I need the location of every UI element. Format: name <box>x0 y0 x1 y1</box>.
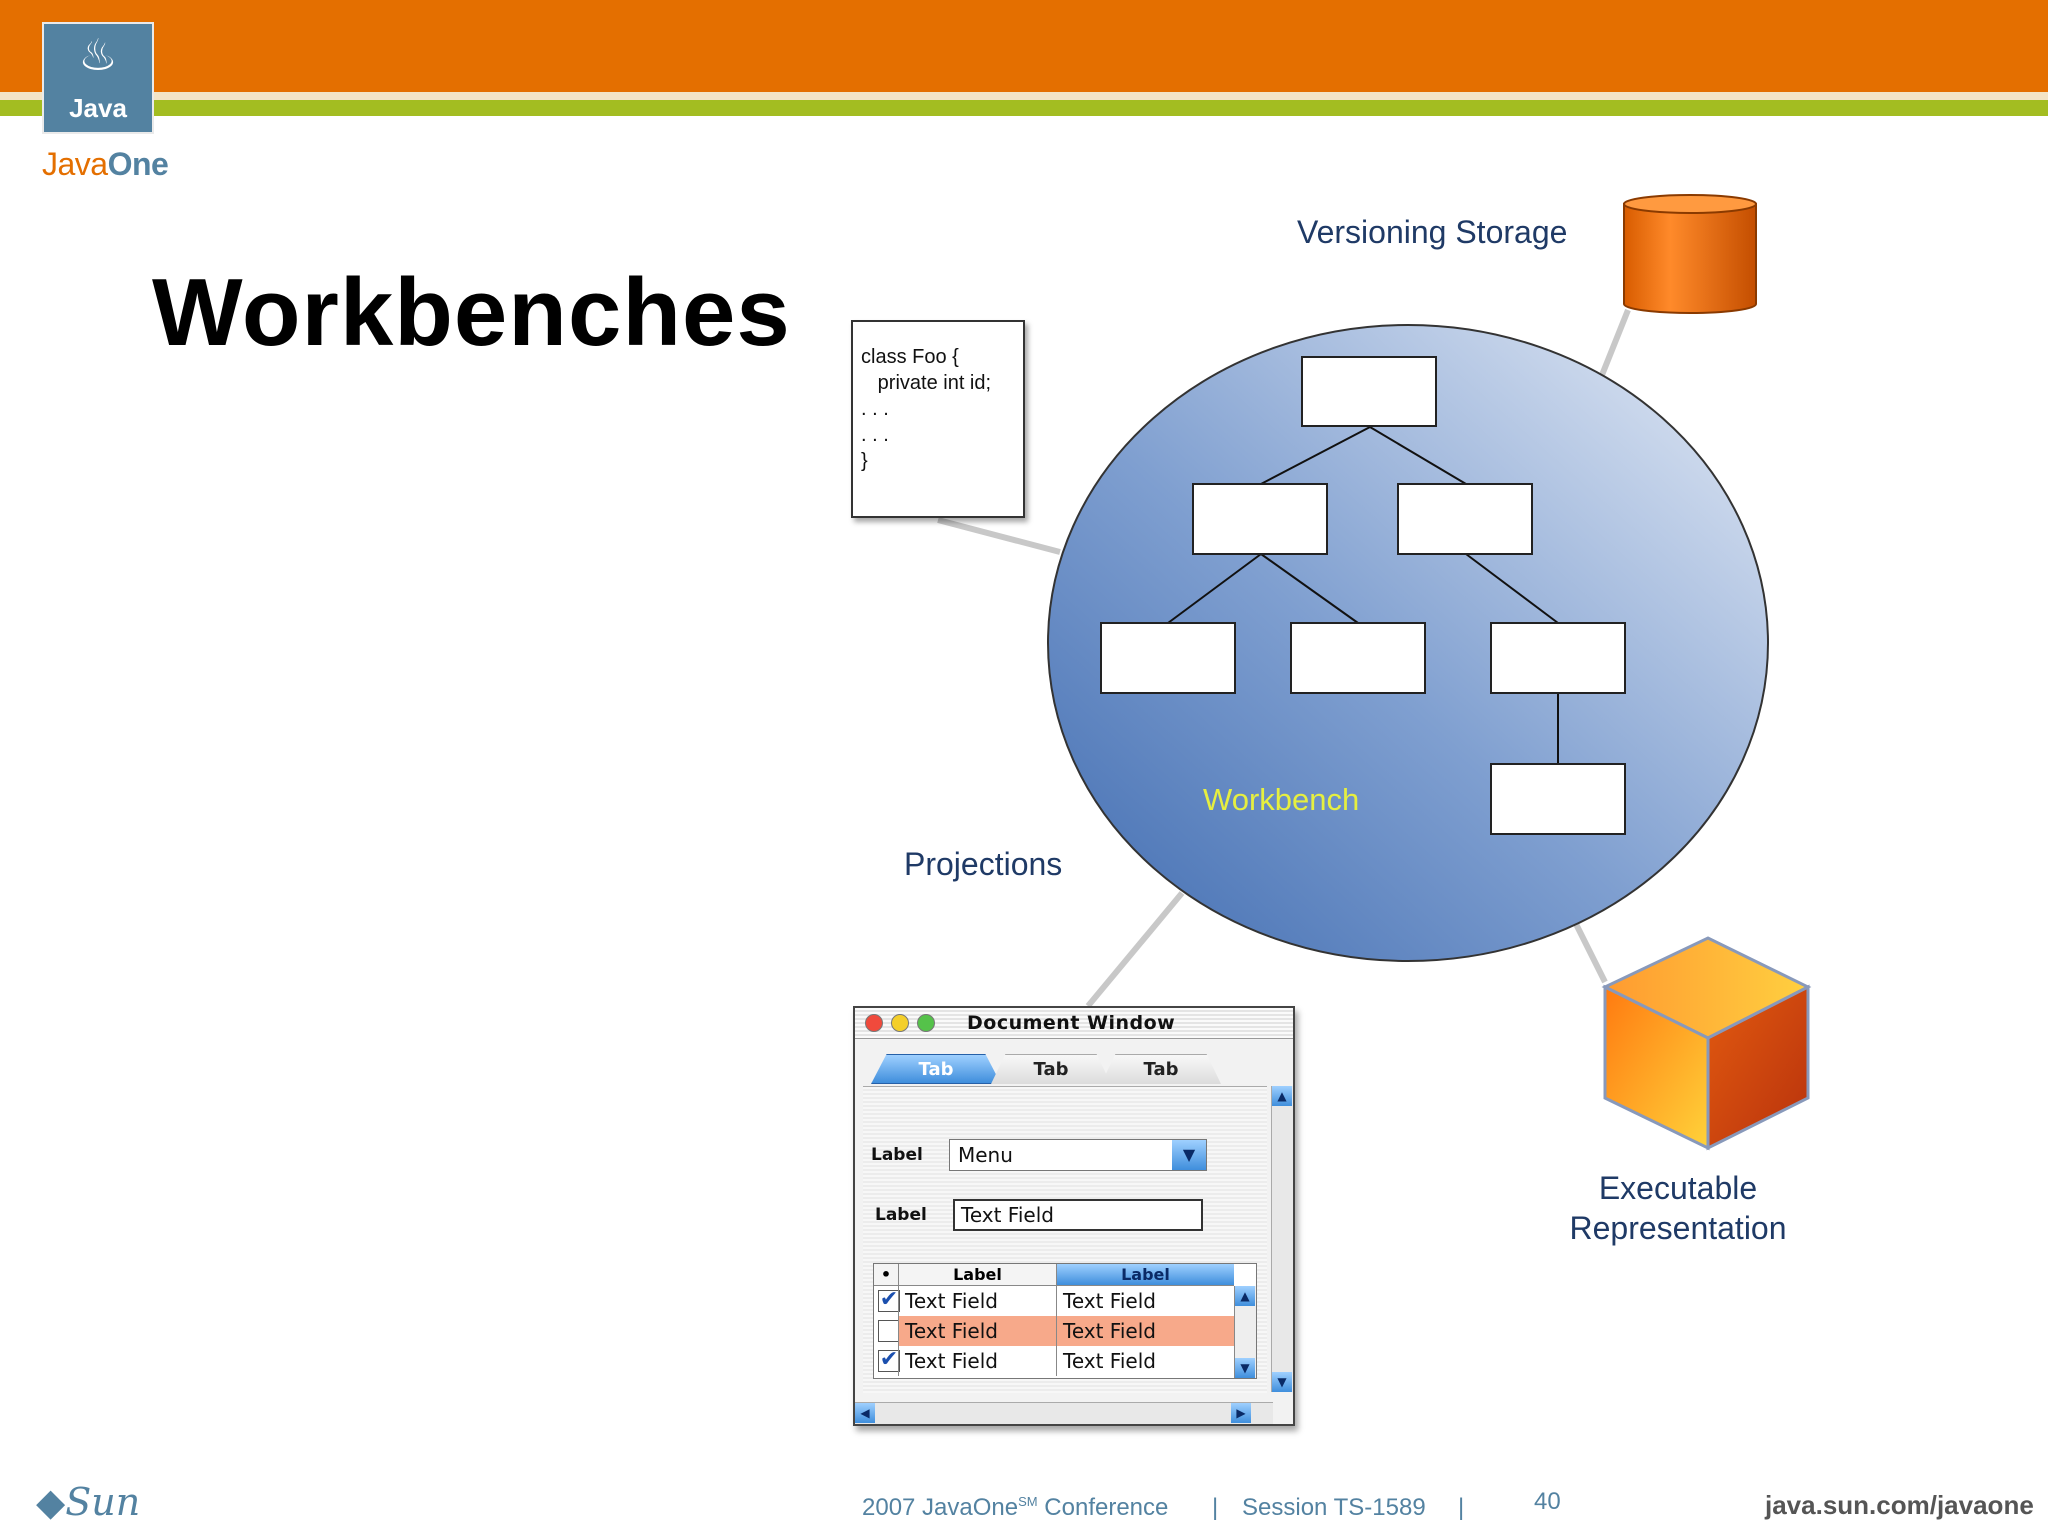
code-line: class Foo { <box>861 346 959 368</box>
brand-part1: Java <box>42 146 108 182</box>
footer-separator: | <box>1458 1494 1465 1521</box>
grid-header-bullet: • <box>874 1264 898 1286</box>
tree-node-left <box>1192 483 1328 555</box>
storage-cylinder-icon <box>1623 194 1757 314</box>
grid-cell: Text Field <box>1056 1286 1234 1316</box>
header-gap-band <box>0 92 2048 100</box>
tab-pane: Label Menu ▼ Label Text Field • Label La… <box>863 1086 1267 1393</box>
versioning-storage-label: Versioning Storage <box>1297 214 1568 250</box>
grid-cell: Text Field <box>898 1286 1056 1316</box>
minimize-light-icon <box>891 1014 909 1032</box>
java-logo-text: Java <box>69 93 127 123</box>
scroll-up-icon: ▲ <box>1272 1086 1292 1106</box>
code-line: . . . <box>861 398 889 420</box>
close-light-icon <box>865 1014 883 1032</box>
projections-label: Projections <box>904 846 1063 882</box>
tab-1: Tab <box>871 1054 1001 1084</box>
tree-node-left-right <box>1290 622 1426 694</box>
sun-logo-text: Sun <box>65 1480 141 1524</box>
grid-cell: Text Field <box>898 1316 1056 1346</box>
javaone-brand: JavaOne <box>42 146 169 183</box>
vertical-scrollbar: ▲ ▼ <box>1271 1086 1293 1392</box>
slide-title: Workbenches <box>152 259 791 366</box>
footer-conference-suffix: Conference <box>1037 1494 1169 1521</box>
grid-header-col1: Label <box>898 1264 1056 1286</box>
coffee-cup-icon: ♨ <box>78 31 118 80</box>
code-connector <box>937 517 1061 555</box>
checkbox-unchecked-icon <box>878 1320 900 1342</box>
tab-3: Tab <box>1101 1054 1221 1084</box>
storage-connector <box>1599 308 1631 377</box>
executable-cube-icon <box>1601 936 1812 1151</box>
scroll-left-icon: ◀ <box>855 1403 875 1423</box>
code-line: . . . <box>861 424 889 446</box>
tree-node-right <box>1397 483 1533 555</box>
code-snippet: class Foo { private int id; . . . . . . … <box>851 320 1025 518</box>
zoom-light-icon <box>917 1014 935 1032</box>
tree-node-left-left <box>1100 622 1236 694</box>
tree-node-right-child <box>1490 622 1626 694</box>
grid-scrollbar: ▲ ▼ <box>1234 1286 1256 1378</box>
tab-2: Tab <box>991 1054 1111 1084</box>
tree-edges <box>1167 426 1559 764</box>
horizontal-scrollbar: ◀ ▶ <box>855 1402 1273 1424</box>
executable-representation-label: Executable Representation <box>1560 1168 1796 1248</box>
java-logo: ♨ Java <box>42 22 154 134</box>
code-line: private int id; <box>861 372 992 394</box>
grid-cell: Text Field <box>1056 1346 1234 1376</box>
window-titlebar: Document Window <box>855 1008 1293 1039</box>
text-field: Text Field <box>953 1199 1203 1231</box>
tree-node-root <box>1301 356 1437 427</box>
footer-conference-sup: SM <box>1018 1494 1038 1509</box>
executable-label-line2: Representation <box>1569 1210 1787 1246</box>
window-title: Document Window <box>967 1012 1176 1034</box>
sun-diamond-icon: ◆ <box>36 1480 66 1524</box>
executable-connector <box>1572 920 1608 984</box>
footer-session: Session TS-1589 <box>1242 1494 1426 1521</box>
menu-dropdown: Menu ▼ <box>949 1139 1207 1171</box>
footer-url: java.sun.com/javaone <box>1765 1490 2034 1520</box>
text-field-label: Label <box>875 1205 927 1225</box>
checkbox-checked-icon: ✔ <box>878 1287 900 1312</box>
header-orange-band <box>0 0 2048 92</box>
checkbox-checked-icon: ✔ <box>878 1347 900 1372</box>
projection-connector <box>1085 891 1185 1008</box>
grid-header-col2: Label <box>1056 1264 1234 1286</box>
brand-part2: One <box>107 146 169 182</box>
executable-label-line1: Executable <box>1598 1170 1758 1206</box>
tree-node-leaf <box>1490 763 1626 835</box>
header-green-band <box>0 100 2048 116</box>
menu-label: Label <box>871 1145 923 1165</box>
code-line: } <box>861 450 868 472</box>
grid-cell: Text Field <box>1056 1316 1234 1346</box>
scroll-down-icon: ▼ <box>1272 1372 1292 1392</box>
sun-logo: ◆Sun <box>36 1480 140 1524</box>
document-window: Document Window Tab Tab Tab Label Menu ▼… <box>853 1006 1295 1426</box>
menu-value: Menu <box>958 1143 1013 1167</box>
page-number: 40 <box>1534 1488 1561 1515</box>
grid-cell: Text Field <box>898 1346 1056 1376</box>
scroll-up-icon: ▲ <box>1235 1286 1255 1306</box>
chevron-down-icon: ▼ <box>1172 1140 1206 1170</box>
footer-separator: | <box>1212 1494 1219 1521</box>
data-grid: • Label Label ✔ Text Field Text Field Te… <box>873 1263 1257 1379</box>
footer-conference-name: 2007 JavaOne <box>862 1494 1019 1521</box>
scroll-right-icon: ▶ <box>1231 1403 1251 1423</box>
footer-conference: 2007 JavaOneSM Conference <box>862 1494 1168 1522</box>
workbench-label: Workbench <box>1203 782 1360 817</box>
scroll-down-icon: ▼ <box>1235 1358 1255 1378</box>
